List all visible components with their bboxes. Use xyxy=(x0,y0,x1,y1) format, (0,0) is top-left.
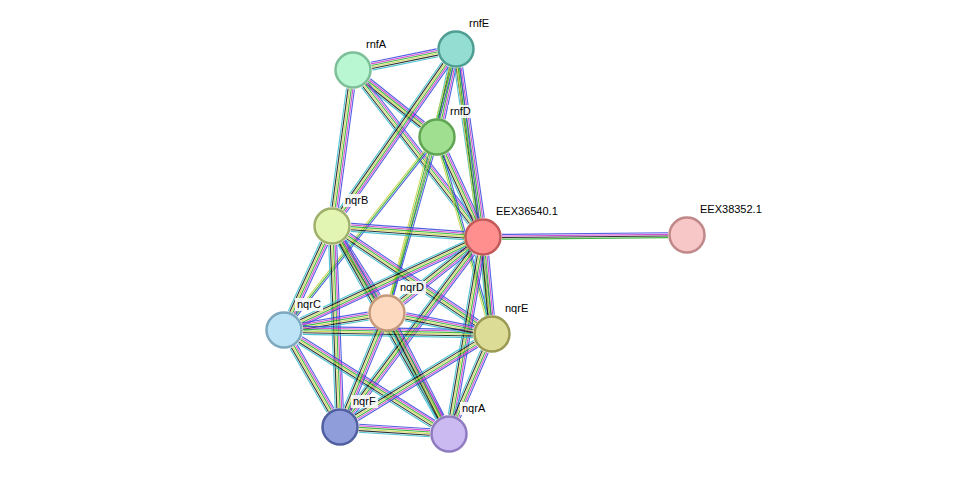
interaction-edge xyxy=(502,233,668,239)
interaction-edge xyxy=(331,88,355,207)
interaction-edge xyxy=(453,350,488,418)
interaction-edge xyxy=(288,242,327,315)
evidence-line xyxy=(449,153,479,218)
evidence-line xyxy=(291,243,323,312)
evidence-line xyxy=(405,319,473,333)
evidence-line xyxy=(398,329,443,416)
evidence-line xyxy=(502,238,668,240)
evidence-line xyxy=(405,321,473,335)
node-label: rnfA xyxy=(364,38,388,51)
evidence-line xyxy=(446,154,476,219)
evidence-line xyxy=(395,330,440,417)
protein-node: rnfE xyxy=(437,30,475,68)
node-label: nqrA xyxy=(460,402,487,415)
evidence-line xyxy=(481,256,486,315)
evidence-line xyxy=(345,330,378,409)
protein-node: nqrA xyxy=(430,415,468,453)
evidence-line xyxy=(372,55,438,68)
protein-circle xyxy=(321,408,359,446)
node-label: rnfE xyxy=(467,17,491,30)
protein-circle xyxy=(313,207,351,245)
evidence-line xyxy=(294,244,326,313)
protein-node: nqrF xyxy=(321,408,359,446)
protein-circle xyxy=(368,294,406,332)
evidence-line xyxy=(348,236,477,323)
protein-node: nqrE xyxy=(473,315,511,353)
protein-node: EEX38352.1 xyxy=(668,216,706,254)
protein-circle xyxy=(430,415,468,453)
evidence-line xyxy=(293,244,325,313)
node-label: EEX38352.1 xyxy=(698,203,764,216)
evidence-line xyxy=(394,331,439,418)
interaction-edge xyxy=(359,424,431,437)
protein-circle xyxy=(418,118,456,156)
evidence-line xyxy=(349,331,382,410)
protein-circle xyxy=(464,218,502,256)
evidence-line xyxy=(447,153,477,218)
interaction-edge xyxy=(441,153,478,222)
interaction-edge xyxy=(351,223,465,239)
node-label: nqrB xyxy=(343,194,370,207)
protein-node: rnfD xyxy=(418,118,456,156)
interaction-edge xyxy=(371,49,438,70)
protein-circle xyxy=(437,30,475,68)
node-label: nqrF xyxy=(351,395,378,408)
evidence-line xyxy=(348,331,381,410)
protein-circle xyxy=(473,315,511,353)
node-label: EEX36540.1 xyxy=(494,205,560,218)
evidence-line xyxy=(372,54,438,67)
node-label: rnfD xyxy=(448,105,473,118)
evidence-line xyxy=(331,88,347,206)
protein-node: nqrB xyxy=(313,207,351,245)
evidence-line xyxy=(337,89,353,207)
protein-node: EEX36540.1 xyxy=(464,218,502,256)
protein-node: rnfA xyxy=(334,51,372,89)
evidence-line xyxy=(390,67,449,294)
evidence-line xyxy=(372,57,438,70)
evidence-line xyxy=(351,230,464,238)
evidence-line xyxy=(332,89,348,207)
evidence-line xyxy=(396,330,441,417)
evidence-line xyxy=(290,242,322,311)
evidence-line xyxy=(303,334,473,337)
protein-circle xyxy=(668,216,706,254)
evidence-line xyxy=(459,352,487,417)
protein-node: nqrC xyxy=(265,311,303,349)
protein-circle xyxy=(265,311,303,349)
protein-node: nqrD xyxy=(368,294,406,332)
evidence-line xyxy=(359,432,430,437)
evidence-line xyxy=(297,153,426,316)
evidence-line xyxy=(296,245,328,314)
evidence-line xyxy=(405,318,473,332)
node-label: nqrC xyxy=(295,298,323,311)
evidence-line xyxy=(334,89,350,207)
node-label: nqrE xyxy=(503,302,530,315)
evidence-line xyxy=(369,80,423,123)
node-label: nqrD xyxy=(398,281,426,294)
protein-circle xyxy=(334,51,372,89)
interaction-edge xyxy=(405,313,474,334)
evidence-line xyxy=(460,353,488,418)
evidence-line xyxy=(335,89,351,207)
evidence-line xyxy=(351,231,464,239)
evidence-line xyxy=(347,330,380,409)
interaction-edge xyxy=(344,329,384,411)
